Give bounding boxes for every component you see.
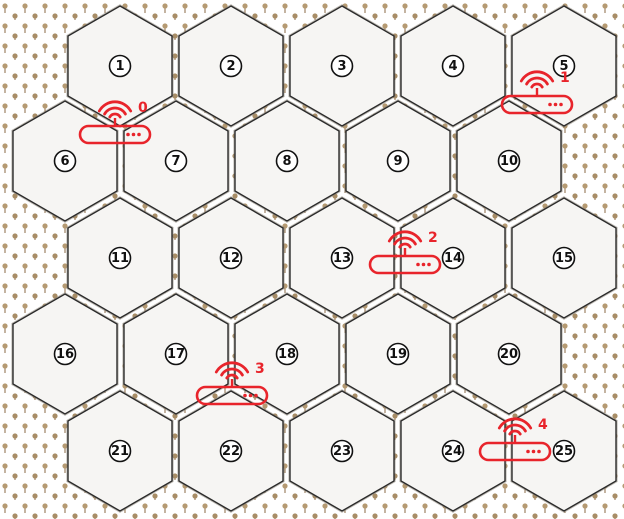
router-label: 0 bbox=[138, 100, 148, 116]
cell-number-16: 16 bbox=[55, 344, 76, 365]
cell-number-12: 12 bbox=[221, 248, 242, 269]
router-status-dot bbox=[132, 133, 136, 137]
router-label: 2 bbox=[428, 230, 438, 246]
cell-number-text: 21 bbox=[111, 444, 129, 459]
router-status-dot bbox=[526, 450, 530, 454]
cell-number-17: 17 bbox=[166, 344, 187, 365]
cell-number-18: 18 bbox=[277, 344, 298, 365]
router-status-dot bbox=[532, 450, 536, 454]
cell-number-text: 2 bbox=[226, 59, 235, 74]
cell-number-text: 22 bbox=[222, 444, 240, 459]
cell-number-13: 13 bbox=[332, 248, 353, 269]
cell-number-text: 8 bbox=[282, 154, 291, 169]
cell-number-text: 4 bbox=[448, 59, 457, 74]
router-status-dot bbox=[422, 263, 426, 267]
cell-number-text: 23 bbox=[333, 444, 351, 459]
cell-number-2: 2 bbox=[221, 56, 242, 77]
router-status-dot bbox=[427, 263, 431, 267]
cell-number-text: 16 bbox=[56, 347, 74, 362]
router-label: 1 bbox=[560, 70, 570, 86]
cell-number-text: 17 bbox=[167, 347, 185, 362]
router-status-dot bbox=[137, 133, 141, 137]
cell-number-9: 9 bbox=[388, 151, 409, 172]
cell-number-text: 1 bbox=[115, 59, 124, 74]
router-status-dot bbox=[243, 394, 247, 398]
router-status-dot bbox=[254, 394, 258, 398]
cell-number-text: 12 bbox=[222, 251, 240, 266]
cell-number-11: 11 bbox=[110, 248, 131, 269]
cell-number-text: 6 bbox=[60, 154, 69, 169]
hex-grid bbox=[13, 6, 616, 511]
cell-number-22: 22 bbox=[221, 441, 242, 462]
cell-number-21: 21 bbox=[110, 441, 131, 462]
router-status-dot bbox=[126, 133, 130, 137]
router-status-dot bbox=[537, 450, 541, 454]
cell-number-text: 18 bbox=[278, 347, 296, 362]
cell-number-3: 3 bbox=[332, 56, 353, 77]
cell-number-24: 24 bbox=[443, 441, 464, 462]
cell-number-14: 14 bbox=[443, 248, 464, 269]
cell-number-19: 19 bbox=[388, 344, 409, 365]
cell-number-text: 14 bbox=[444, 251, 462, 266]
cell-number-text: 11 bbox=[111, 251, 129, 266]
cell-number-23: 23 bbox=[332, 441, 353, 462]
cell-number-15: 15 bbox=[554, 248, 575, 269]
cell-number-6: 6 bbox=[55, 151, 76, 172]
cell-number-text: 24 bbox=[444, 444, 462, 459]
cell-number-text: 25 bbox=[555, 444, 573, 459]
cell-number-20: 20 bbox=[499, 344, 520, 365]
cell-number-25: 25 bbox=[554, 441, 575, 462]
router-status-dot bbox=[554, 103, 558, 107]
cell-number-text: 13 bbox=[333, 251, 351, 266]
cell-number-text: 20 bbox=[500, 347, 518, 362]
router-status-dot bbox=[249, 394, 253, 398]
cell-number-text: 19 bbox=[389, 347, 407, 362]
router-label: 4 bbox=[538, 417, 548, 433]
cell-number-7: 7 bbox=[166, 151, 187, 172]
cell-number-text: 10 bbox=[500, 154, 518, 169]
router-label: 3 bbox=[255, 361, 265, 377]
cell-number-text: 7 bbox=[171, 154, 180, 169]
router-status-dot bbox=[416, 263, 420, 267]
cell-number-text: 15 bbox=[555, 251, 573, 266]
router-status-dot bbox=[559, 103, 563, 107]
cell-number-8: 8 bbox=[277, 151, 298, 172]
cell-number-1: 1 bbox=[110, 56, 131, 77]
cell-number-text: 9 bbox=[393, 154, 402, 169]
cell-number-text: 3 bbox=[337, 59, 346, 74]
cell-number-10: 10 bbox=[499, 151, 520, 172]
cell-number-4: 4 bbox=[443, 56, 464, 77]
router-status-dot bbox=[548, 103, 552, 107]
